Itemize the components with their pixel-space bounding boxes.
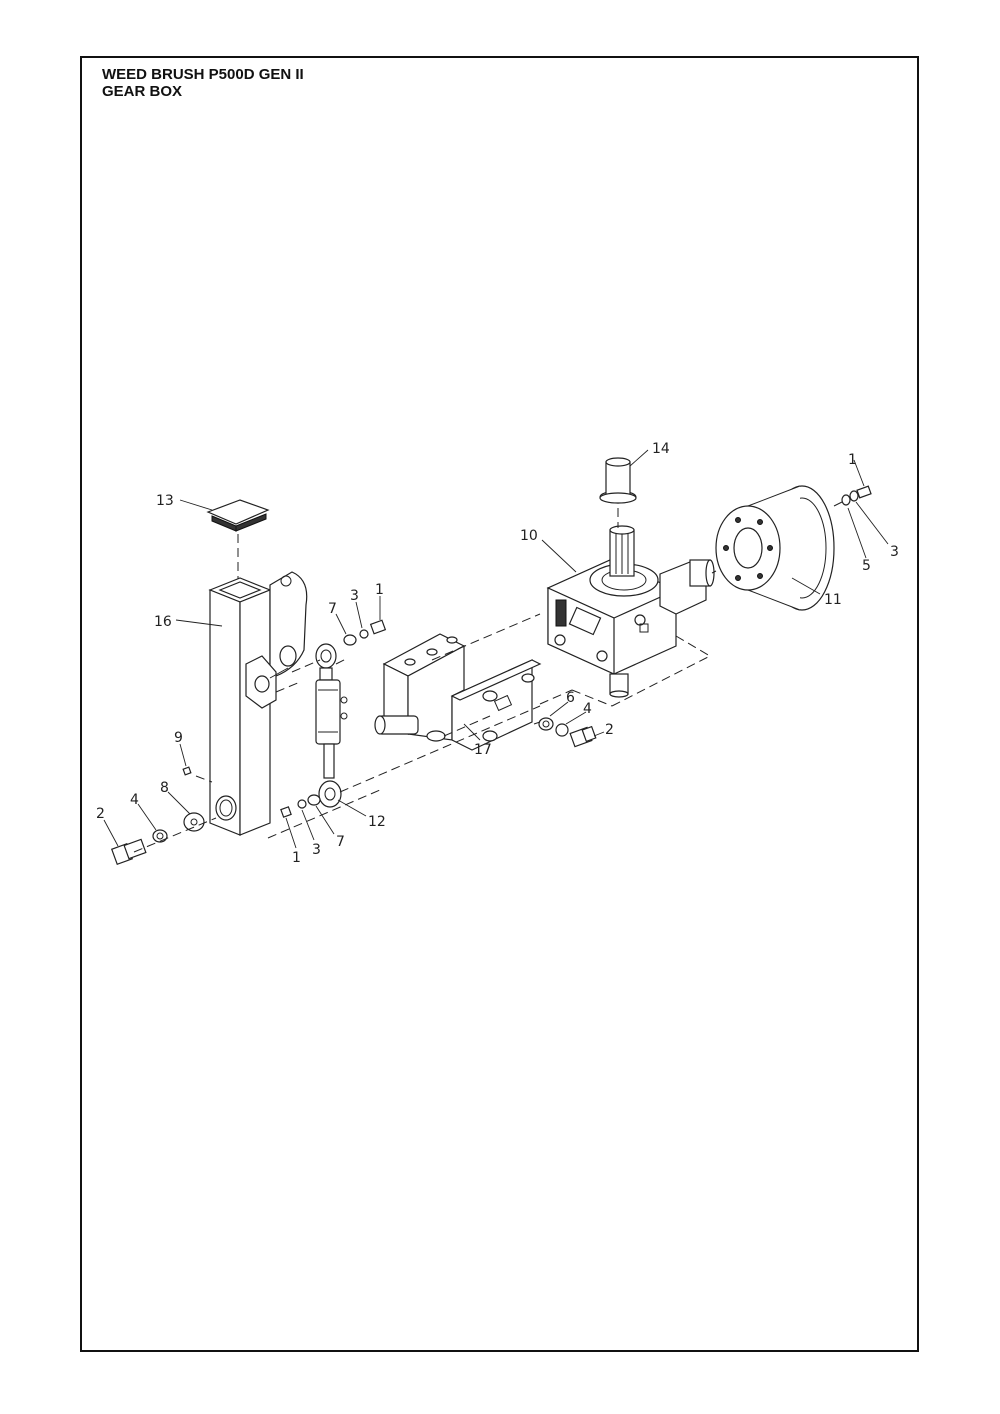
callout-8: 8 [160, 780, 169, 796]
title-line-1: WEED BRUSH P500D GEN II [102, 66, 304, 83]
strut-lower-fasteners [280, 794, 321, 818]
part-16-mounting-tube [208, 571, 308, 836]
hub-fasteners [833, 485, 872, 507]
callout-1-hub: 1 [848, 452, 857, 468]
title-line-2: GEAR BOX [102, 83, 183, 100]
part-14-sleeve [599, 457, 637, 528]
callout-13: 13 [156, 493, 174, 509]
callout-9: 9 [174, 730, 183, 746]
callout-16: 16 [154, 614, 172, 630]
drawing-frame [80, 56, 919, 1352]
callout-labels: 14 13 1 3 5 11 10 16 7 3 1 6 4 2 17 9 8 … [96, 441, 899, 866]
callout-7-upper: 7 [328, 601, 337, 617]
callout-1-lower: 1 [292, 850, 301, 866]
callout-4-right: 4 [583, 701, 592, 717]
part-17-mounting-bracket [374, 633, 542, 751]
tube-fasteners [110, 766, 205, 866]
part-13-end-cap [206, 499, 270, 580]
callout-3-hub: 3 [890, 544, 899, 560]
callout-2-left: 2 [96, 806, 105, 822]
callout-17: 17 [474, 742, 492, 758]
callout-12: 12 [368, 814, 386, 830]
part-12-turnbuckle [315, 643, 348, 808]
callout-2-right: 2 [605, 722, 614, 738]
callout-7-lower: 7 [336, 834, 345, 850]
strut-upper-fasteners [343, 619, 387, 646]
drawing-title: WEED BRUSH P500D GEN II GEAR BOX [102, 66, 304, 100]
callout-6: 6 [566, 690, 575, 706]
callout-14: 14 [652, 441, 670, 457]
callout-3-upper: 3 [350, 588, 359, 604]
callout-3-lower: 3 [312, 842, 321, 858]
callout-1-upper: 1 [375, 582, 384, 598]
part-11-drive-hub [715, 485, 835, 611]
bracket-fasteners [538, 717, 597, 748]
part-10-gearbox [546, 525, 715, 698]
callout-4-left: 4 [130, 792, 139, 808]
assembly-center-lines [133, 570, 717, 853]
callout-10: 10 [520, 528, 538, 544]
callout-5: 5 [862, 558, 871, 574]
leader-lines [103, 449, 889, 849]
callout-11: 11 [824, 592, 842, 608]
